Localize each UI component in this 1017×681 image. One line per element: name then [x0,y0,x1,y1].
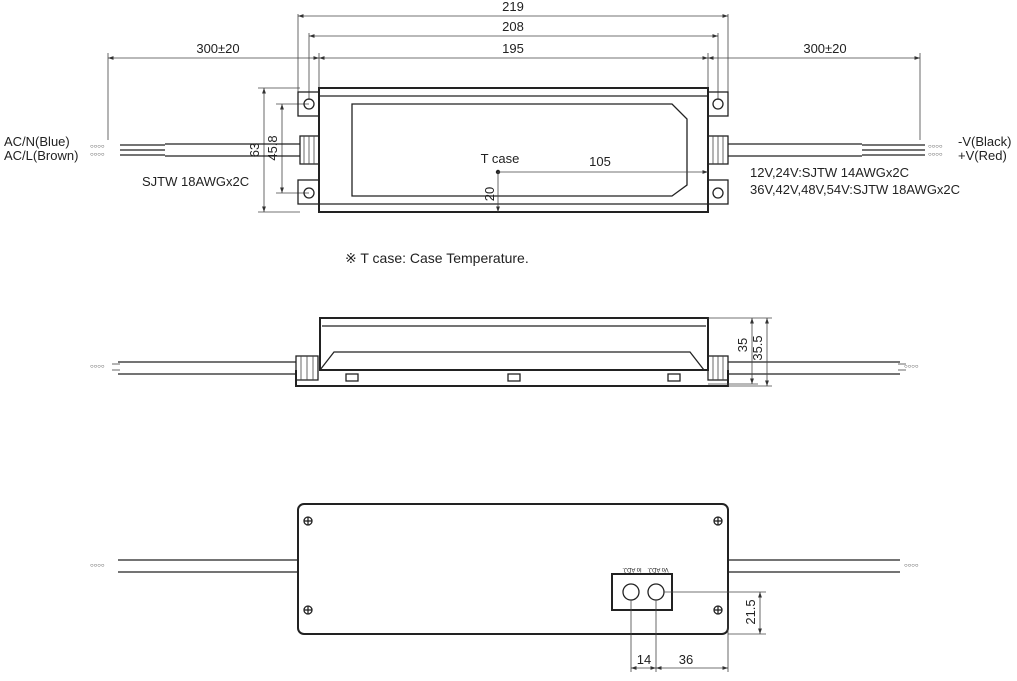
right-cable-spec-2: 36V,42V,48V,54V:SJTW 18AWGx2C [750,182,960,197]
bottom-view: ○○○○ ○○○○ Io ADJ. Vo ADJ. 21.5 14 36 [90,503,919,672]
wire-strands: ○○○○ [928,144,943,150]
mounting-ear [707,179,729,205]
wire-strands: ○○○○ [90,563,105,569]
slot [507,373,521,382]
psu-body-top [318,87,709,213]
right-cable: ○○○○ ○○○○ [728,143,943,158]
wire-strands: ○○○○ [90,144,105,150]
mounting-ear [707,91,729,117]
mounting-ear [297,179,320,205]
dim-left-cable-label: 300±20 [196,41,239,56]
base-plate [295,370,729,387]
wire-label-acl: AC/L(Brown) [4,148,78,163]
left-cable-spec: SJTW 18AWGx2C [142,174,249,189]
tcase-label: T case [481,151,520,166]
cable-gland-left [299,135,320,165]
label-window [351,103,688,197]
mount-hole [303,98,315,110]
dim-right-cable-label: 300±20 [803,41,846,56]
mount-hole [712,98,724,110]
wire-label-vneg: -V(Black) [958,134,1011,149]
right-cable-spec-1: 12V,24V:SJTW 14AWGx2C [750,165,909,180]
screw-marks [303,516,723,615]
io-adj-pot [622,583,640,601]
dim-mount-label: 208 [502,19,524,34]
wire-strands: ○○○○ [90,152,105,158]
slot [667,373,681,382]
dim-body-label: 195 [502,41,524,56]
dim-height-total-label: 63 [247,143,262,157]
wire-strands: ○○○○ [90,364,105,370]
slot [345,373,359,382]
mount-hole [712,187,724,199]
dim-tcase-x-label: 105 [589,154,611,169]
wire-strands: ○○○○ [904,563,919,569]
mounting-ear [297,91,320,117]
dim-tcase-y-label: 20 [482,187,497,201]
vo-adj-pot [647,583,665,601]
tcase-note: ※ T case: Case Temperature. [345,250,529,266]
wire-strands: ○○○○ [928,152,943,158]
dim-adj-y-label: 21.5 [743,599,758,624]
wire-strands: ○○○○ [904,364,919,370]
wire-label-acn: AC/N(Blue) [4,134,70,149]
mount-hole [303,187,315,199]
side-view: ○○○○ ○○○○ 35 35.5 [90,317,919,387]
dim-adj-io-label: 14 [637,652,651,667]
wire-label-vpos: +V(Red) [958,148,1007,163]
dim-side-body-label: 35 [735,338,750,352]
top-view: 219 208 195 300±20 300±20 63 45.8 ○○○○ ○… [4,0,1011,213]
io-adj-label: Io ADJ. [622,566,642,572]
adj-window [611,573,673,611]
left-cable: ○○○○ ○○○○ [90,143,300,158]
dim-adj-vo-label: 36 [679,652,693,667]
vo-adj-label: Vo ADJ. [647,566,669,572]
dim-side-total-label: 35.5 [750,335,765,360]
dim-height-mount-label: 45.8 [265,135,280,160]
dim-overall-label: 219 [502,0,524,14]
